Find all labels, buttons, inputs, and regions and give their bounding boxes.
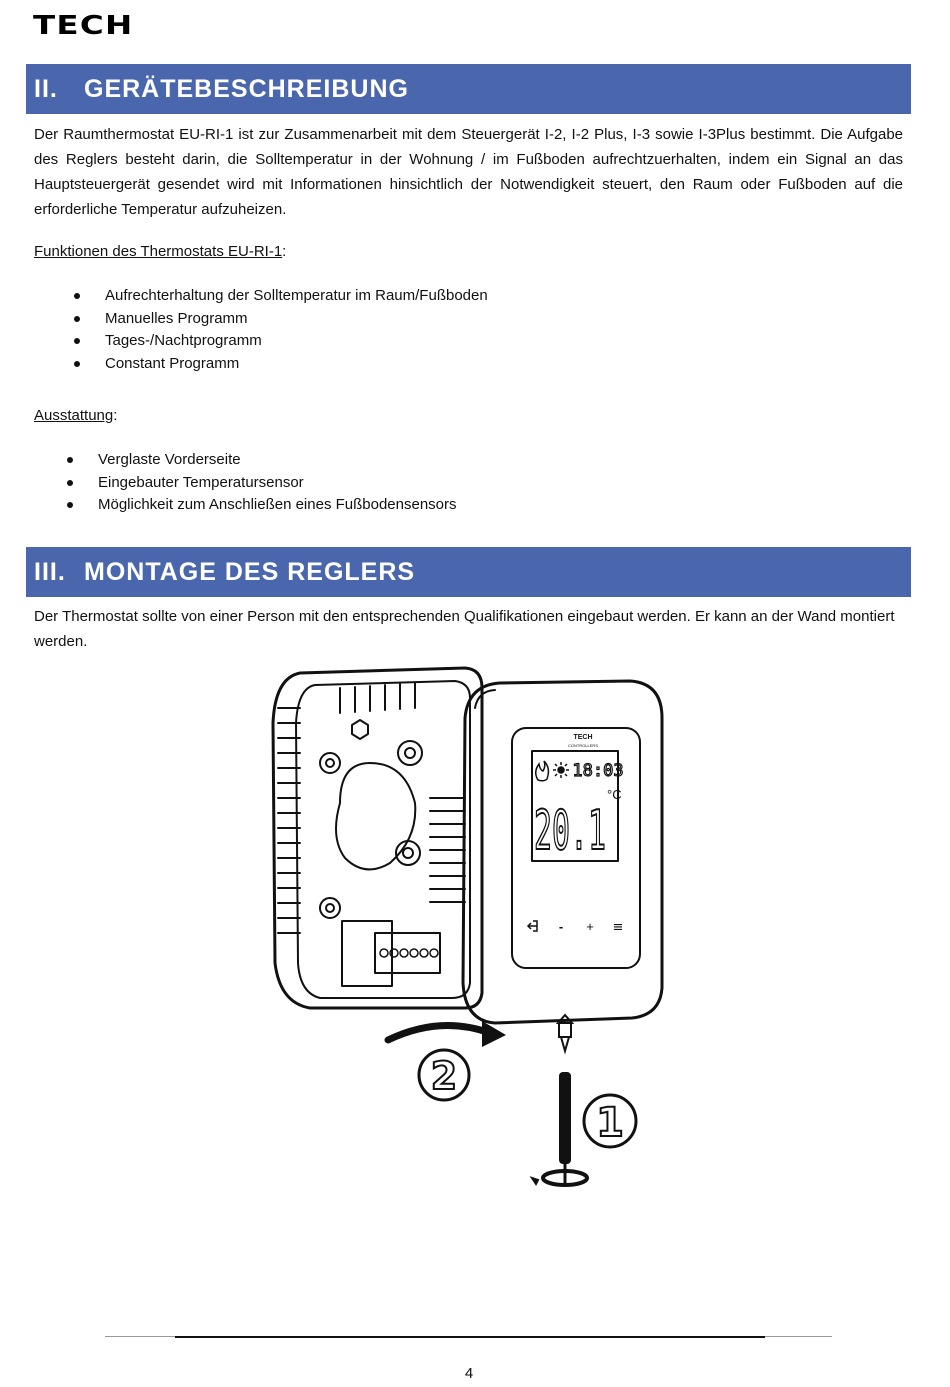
device-brand-text: TECH [573,734,592,741]
screw-icon [555,1013,575,1055]
list-item: Eingebauter Temperatursensor [64,472,457,495]
screwdriver-icon [529,1072,589,1187]
back-plate [271,666,484,1010]
section-title: GERÄTEBESCHREIBUNG [84,75,409,103]
equipment-label: Ausstattung [34,407,114,424]
list-item: Aufrechterhaltung der Solltemperatur im … [70,285,488,308]
description-paragraph: Der Raumthermostat EU-RI-1 ist zur Zusam… [34,126,903,218]
section-heading-geraetebeschreibung: II. GERÄTEBESCHREIBUNG [26,64,911,114]
plus-button-label: + [586,919,594,934]
footer-divider-bold [175,1336,765,1338]
section-number: II. [34,75,58,103]
svg-text:2: 2 [431,1054,457,1098]
mounting-illustration: TECH CONTROLLERS 18:03 20.1 °C - + ≡ 2 1 [271,666,664,1187]
display-panel [511,727,641,969]
list-item: Manuelles Programm [70,308,488,331]
vent-slots [277,682,466,934]
equipment-list: Verglaste Vorderseite Eingebauter Temper… [64,449,457,517]
section-title: MONTAGE DES REGLERS [84,558,416,586]
functions-heading: Funktionen des Thermostats EU-RI-1: [34,243,287,260]
display-time: 18:03 [572,761,623,781]
section-heading-montage: III. MONTAGE DES REGLERS [26,547,911,597]
page-number: 4 [464,1365,474,1382]
svg-text:1: 1 [596,1100,624,1146]
front-cover [461,679,664,1025]
list-item: Tages-/Nachtprogramm [70,330,488,353]
list-item: Verglaste Vorderseite [64,449,457,472]
minus-button-label: - [559,919,563,934]
equipment-heading: Ausstattung: [34,407,118,424]
list-item: Constant Programm [70,353,488,376]
menu-button-label: ≡ [613,920,624,935]
rotate-arrow [384,1022,494,1044]
device-subbrand-text: CONTROLLERS [568,743,598,748]
list-item: Möglichkeit zum Anschließen eines Fußbod… [64,494,457,517]
step-1-badge [582,1093,638,1149]
functions-list: Aufrechterhaltung der Solltemperatur im … [70,285,488,375]
step-2-badge [417,1048,471,1102]
display-unit: °C [607,787,622,802]
mounting-paragraph: Der Thermostat sollte von einer Person m… [34,608,895,650]
terminal-block [341,920,393,987]
functions-label: Funktionen des Thermostats EU-RI-1 [34,243,283,260]
flame-icon [535,760,550,782]
section-number: III. [34,558,66,586]
brand-logo: TECH [33,11,134,41]
display-temperature: 20.1 [534,799,606,862]
sun-icon [553,762,569,778]
exit-icon [526,920,538,932]
